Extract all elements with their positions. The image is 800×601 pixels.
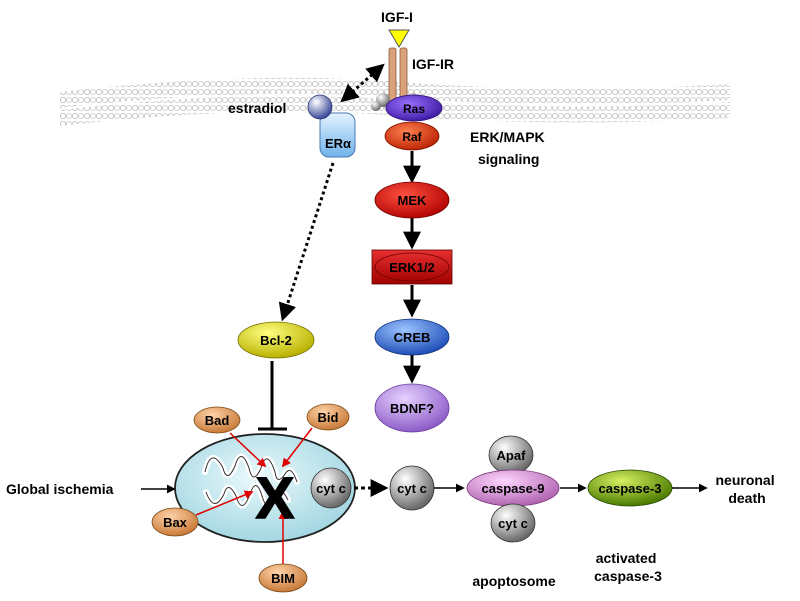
caspase3-label: caspase-3	[599, 481, 662, 496]
erk12-node	[371, 249, 453, 285]
mek-label: MEK	[398, 193, 428, 208]
ras-label: Ras	[403, 102, 425, 116]
erk-mapk-label-line2: signaling	[478, 151, 539, 167]
neuronal-death-line1: neuronal	[715, 472, 774, 488]
activated-caspase3-line1: activated	[596, 550, 657, 566]
bad-node	[193, 406, 241, 434]
cytc-apoptosome-node	[490, 503, 536, 543]
bid-node	[306, 403, 350, 431]
cytc-mito-label: cyt c	[316, 481, 346, 496]
bad-to-mito-arrow	[229, 432, 267, 468]
erk12-label: ERK1/2	[389, 260, 435, 275]
bim-label: BIM	[271, 571, 295, 586]
cytc-apoptosome-label: cyt c	[498, 516, 528, 531]
bcl2-label: Bcl-2	[260, 333, 292, 348]
bdnf-label: BDNF?	[390, 401, 434, 416]
caspase9-label: caspase-9	[482, 481, 545, 496]
erk-mapk-label: ERK/MAPK signaling	[470, 129, 549, 167]
bax-to-mito-arrow	[195, 490, 254, 516]
raf-node	[384, 121, 440, 151]
igf1r-label: IGF-IR	[412, 56, 454, 72]
bid-label: Bid	[318, 410, 339, 425]
apaf-label: Apaf	[497, 448, 527, 463]
igf1-ligand-triangle	[388, 29, 410, 48]
block-x: X	[256, 466, 295, 531]
erk12-inner-oval	[374, 252, 450, 282]
erk-mapk-label-line1: ERK/MAPK	[470, 129, 545, 145]
er-alpha-receptor	[319, 112, 356, 158]
activated-caspase3-label: activated caspase-3	[594, 550, 662, 584]
raf-label: Raf	[402, 130, 422, 144]
estradiol-label: estradiol	[228, 100, 286, 116]
er-alpha-label: ERα	[325, 136, 351, 151]
creb-label: CREB	[394, 330, 431, 345]
bcl2-node	[237, 321, 315, 359]
ras-node	[385, 94, 443, 122]
bim-node	[258, 563, 308, 593]
apoptosome-label: apoptosome	[472, 573, 555, 589]
bid-to-mito-arrow	[281, 427, 313, 468]
neuronal-death-line2: death	[728, 490, 765, 506]
er-to-bcl2-arrow	[278, 162, 335, 322]
estradiol-molecule	[307, 94, 333, 120]
igf1-label: IGF-I	[381, 9, 413, 25]
bdnf-node	[374, 383, 450, 433]
neuronal-death-label: neuronal death	[715, 472, 778, 506]
er-igf1r-interaction-arrow	[340, 63, 385, 103]
cytc-mito-node	[310, 467, 352, 509]
activated-caspase3-line2: caspase-3	[594, 568, 662, 584]
bax-label: Bax	[163, 515, 188, 530]
cytc-released-label: cyt c	[397, 481, 427, 496]
bad-label: Bad	[205, 413, 230, 428]
global-ischemia-label: Global ischemia	[6, 481, 114, 497]
creb-node	[374, 318, 450, 356]
bax-node	[151, 507, 199, 537]
mek-node	[374, 181, 450, 219]
